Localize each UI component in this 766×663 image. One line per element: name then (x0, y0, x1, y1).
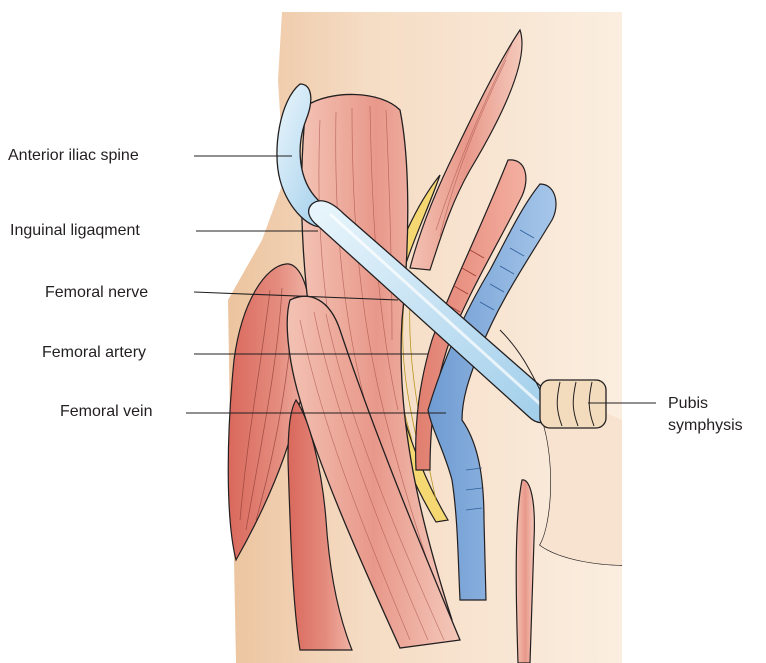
label-inguinal-ligament: Inguinal ligaqment (10, 221, 140, 241)
label-femoral-nerve: Femoral nerve (45, 283, 148, 303)
pubis-symphysis-bone (540, 380, 606, 428)
label-femoral-artery: Femoral artery (42, 343, 146, 363)
label-pubis-line2: symphysis (668, 415, 743, 436)
label-pubis-line1: Pubis (668, 393, 708, 414)
label-anterior-iliac-spine: Anterior iliac spine (8, 146, 139, 166)
label-femoral-vein: Femoral vein (60, 402, 152, 422)
